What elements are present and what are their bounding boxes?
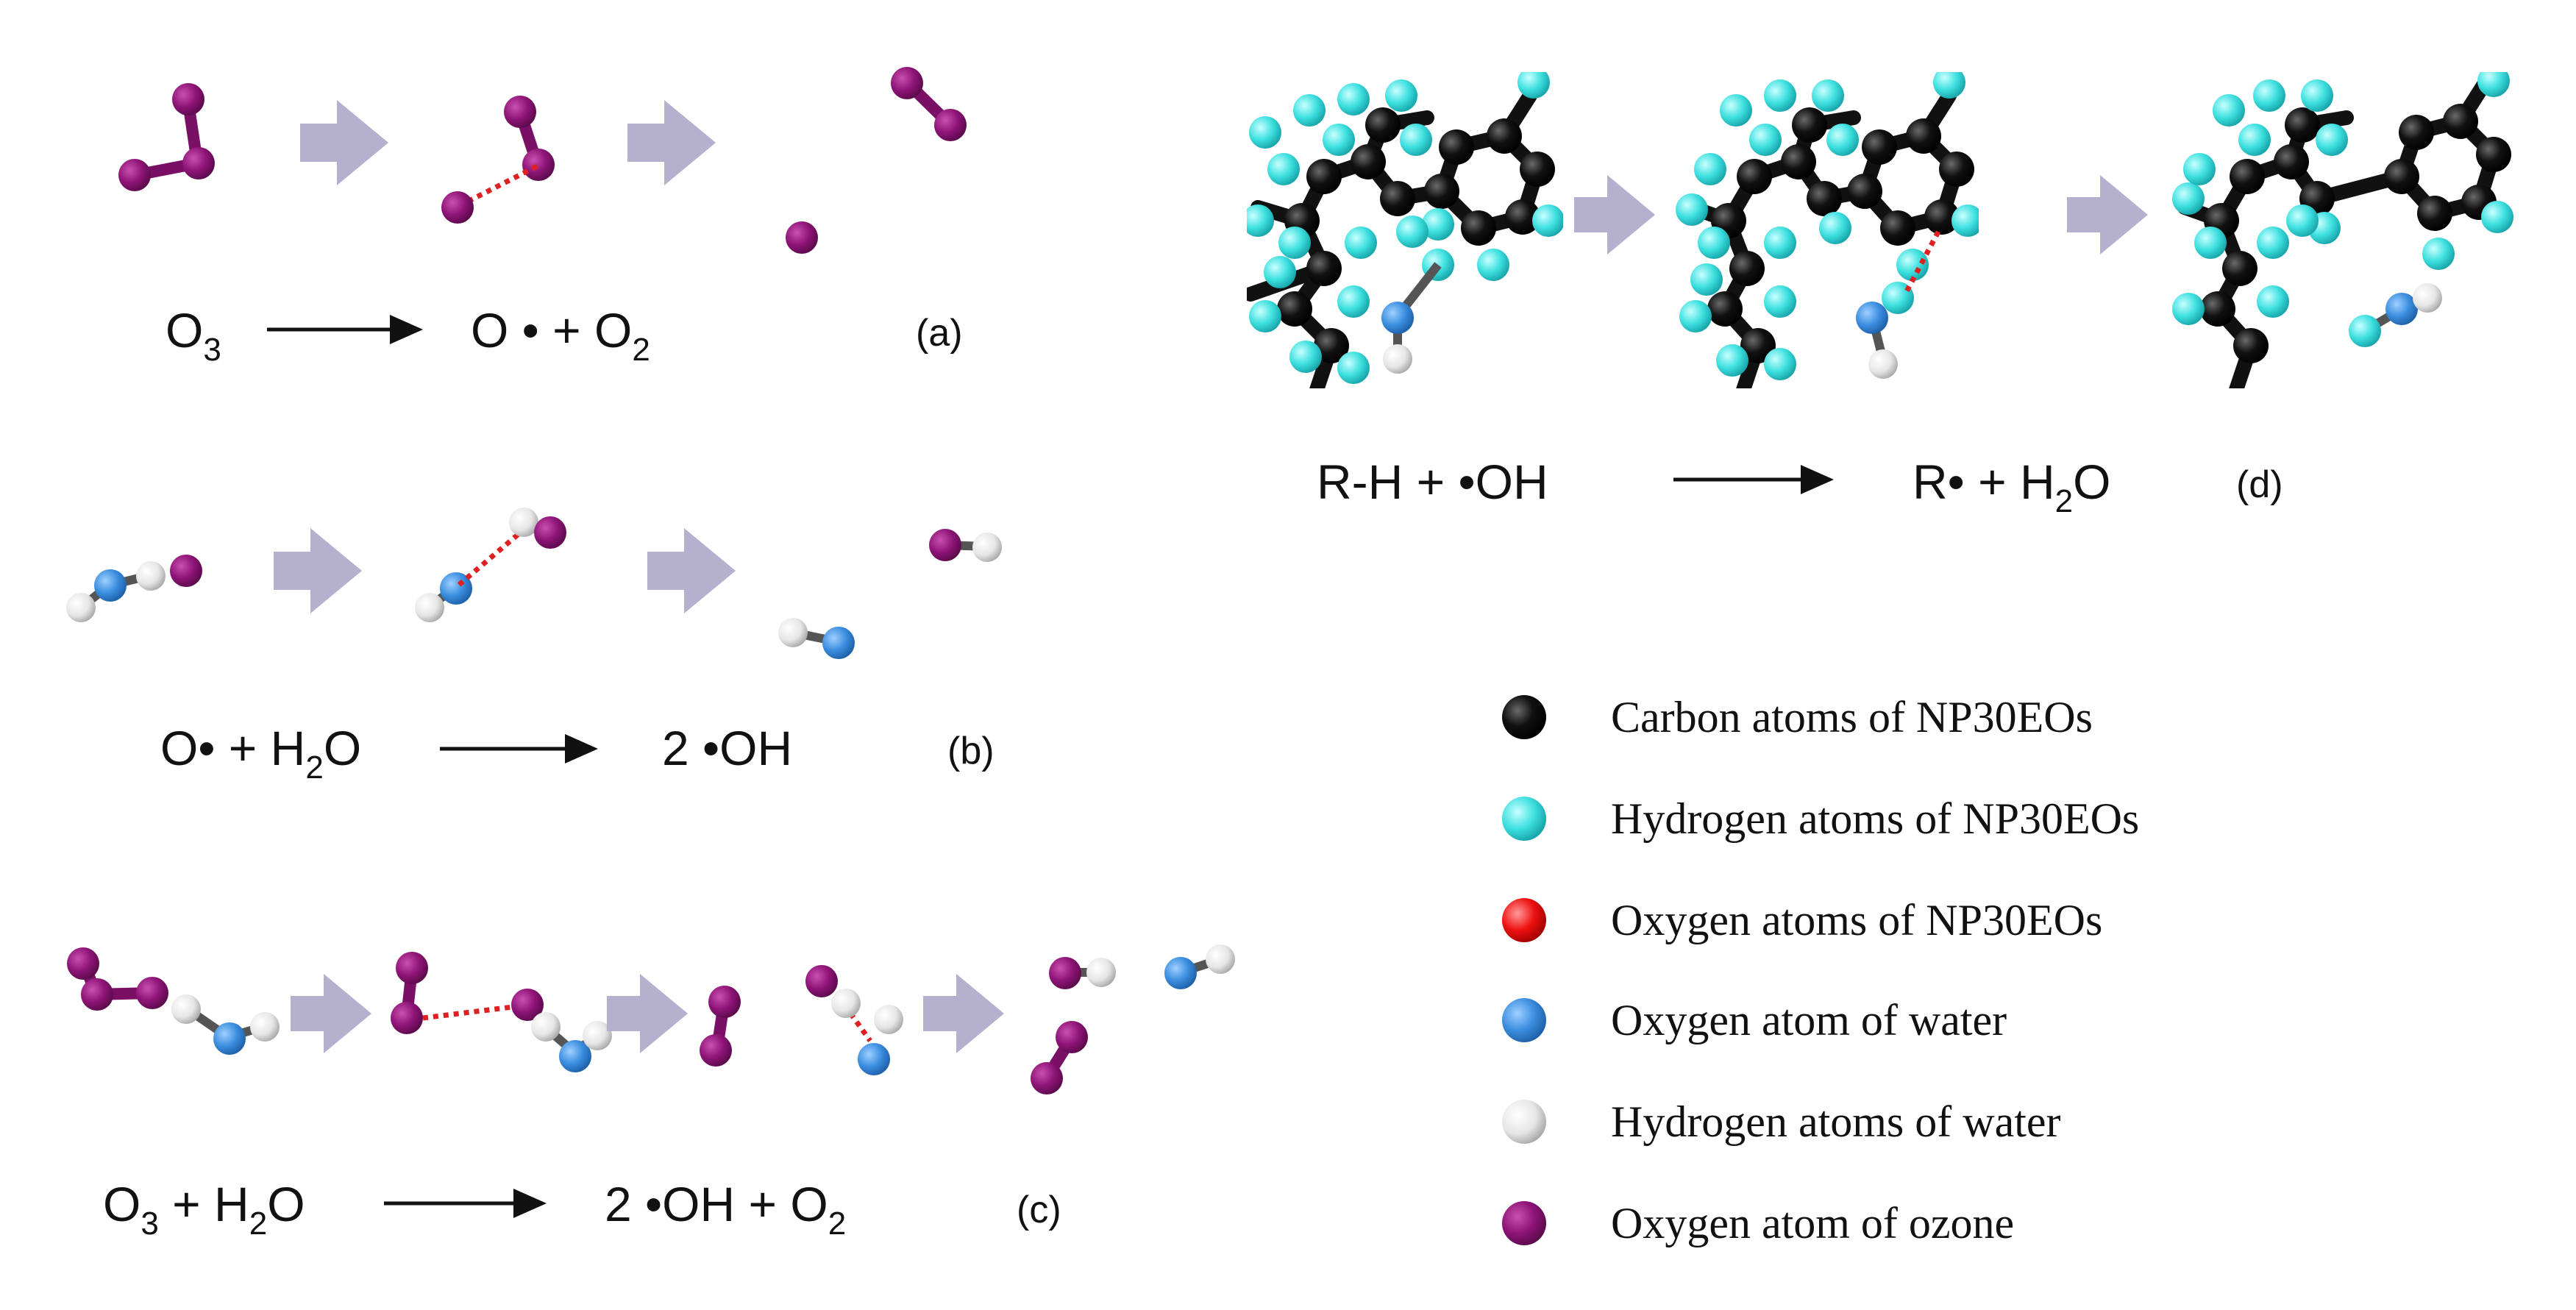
ozone-molecule [118, 83, 215, 191]
process-arrow [607, 974, 688, 1053]
legend-label: Hydrogen atoms of water [1611, 1097, 2061, 1146]
equation-c: O3 + H2O 2 •OH + O2 [103, 1177, 846, 1242]
np-hydrogen-atom-icon [1502, 797, 1546, 841]
panel-label-c: (c) [1017, 1189, 1061, 1231]
intermediate-state [700, 965, 903, 1075]
forming-bond [1902, 230, 1941, 296]
np30eo-frame-3 [2172, 72, 2513, 388]
np-oxygen-atom-icon [1502, 898, 1546, 942]
water-oxygen-atom-icon [1502, 998, 1546, 1042]
legend-label: Oxygen atom of water [1611, 996, 2007, 1044]
ozone-transition-state [441, 96, 555, 224]
legend-item: Hydrogen atoms of NP30EOs [1502, 794, 2139, 843]
forming-bond [836, 994, 872, 1043]
legend-label: Oxygen atom of ozone [1611, 1199, 2014, 1247]
panel-b: O• + H2O 2 •OH (b) [66, 508, 1002, 786]
water-hydrogen-atom-icon [1502, 1100, 1546, 1144]
panel-c: O3 + H2O 2 •OH + O2 (c) [67, 944, 1235, 1242]
process-arrow [647, 528, 736, 613]
ozone-water-transition-state [391, 952, 612, 1072]
np30eo-frame-1 [1247, 72, 1563, 388]
water-and-o-atom [66, 555, 202, 622]
panel-label-a: (a) [916, 312, 963, 355]
legend-label: Carbon atoms of NP30EOs [1611, 693, 2093, 741]
panel-label-d: (d) [2236, 463, 2283, 506]
equation-a: O3 O • + O2 [166, 303, 650, 371]
legend-item: Oxygen atoms of NP30EOs [1502, 896, 2102, 944]
process-arrow [627, 100, 716, 185]
process-arrow [923, 974, 1004, 1053]
legend-item: Carbon atoms of NP30EOs [1502, 693, 2093, 741]
panel-a: O3 O • + O2 (a) [118, 67, 967, 371]
process-arrow [300, 100, 388, 185]
legend-item: Oxygen atom of water [1502, 996, 2007, 1044]
equation-b: O• + H2O 2 •OH [160, 721, 792, 786]
np30eo-frame-2 [1676, 72, 1979, 388]
process-arrow [2067, 175, 2148, 254]
ozone-oxygen-atom-icon [1502, 1201, 1546, 1245]
equation-d: R-H + •OH R• + H2O [1317, 455, 2110, 519]
water-transition-state [415, 508, 566, 622]
legend-item: Oxygen atom of ozone [1502, 1199, 2014, 1247]
carbon-atom-icon [1502, 695, 1546, 739]
atom-legend: Carbon atoms of NP30EOs Hydrogen atoms o… [1502, 693, 2139, 1247]
products-o2-and-o [786, 67, 967, 254]
ozone-and-water [67, 947, 280, 1055]
process-arrow [274, 528, 362, 613]
legend-label: Oxygen atoms of NP30EOs [1611, 896, 2102, 944]
forming-bond [422, 1003, 519, 1021]
panel-label-b: (b) [947, 730, 995, 772]
forming-bond [457, 527, 526, 587]
breaking-bond [460, 163, 538, 207]
process-arrow [1574, 175, 1655, 254]
products-oh-and-o2 [1031, 944, 1235, 1094]
legend-item: Hydrogen atoms of water [1502, 1097, 2061, 1146]
legend-label: Hydrogen atoms of NP30EOs [1611, 794, 2139, 843]
process-arrow [291, 974, 371, 1053]
two-hydroxyl-radicals [778, 529, 1002, 659]
panel-d: R-H + •OH R• + H2O (d) [1247, 72, 2513, 519]
